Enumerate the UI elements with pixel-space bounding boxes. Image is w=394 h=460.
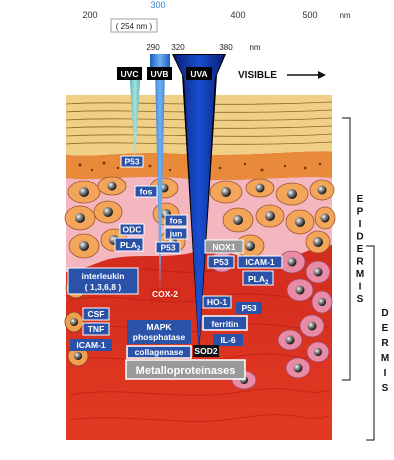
tick-290: 290 <box>146 43 160 52</box>
tick-380: 380 <box>219 43 233 52</box>
epidermis-letter-5: R <box>356 257 364 268</box>
icam1-left: ICAM-1 <box>76 340 106 350</box>
tick-500: 500 <box>302 10 317 20</box>
visible-label: VISIBLE <box>238 70 277 81</box>
epidermis-letter-8: S <box>357 294 364 305</box>
interleukin-numbers: ( 1,3,6,8 ) <box>85 282 122 292</box>
dermis-letter-1: E <box>382 323 389 334</box>
mapk-line1: MAPK <box>146 322 172 332</box>
dermis-label: DERMIS <box>381 308 390 394</box>
visible-arrow-head <box>318 71 326 79</box>
epidermis-letter-3: D <box>356 232 363 243</box>
il6: IL-6 <box>220 335 235 345</box>
tick-320: 320 <box>171 43 185 52</box>
fos-2: fos <box>170 216 183 226</box>
collagenase: collagenase <box>135 347 184 357</box>
fos-1: fos <box>140 187 153 197</box>
p53-mid: P53 <box>160 243 175 253</box>
uvc-label: UVC <box>121 69 139 79</box>
tick-400: 400 <box>230 10 245 20</box>
epidermis-letter-4: E <box>357 244 364 255</box>
sod2: SOD2 <box>194 346 217 356</box>
tick-300: 300 <box>150 0 165 10</box>
jun: jun <box>169 229 183 239</box>
p53-low: P53 <box>241 303 256 313</box>
ferritin: ferritin <box>212 319 239 329</box>
csf: CSF <box>88 309 105 319</box>
wavelength-scale: 200 300 400 500 nm ( 254 nm ) 290 320 38… <box>82 0 350 52</box>
epidermis-letter-6: M <box>356 269 364 280</box>
icam1-right: ICAM-1 <box>245 257 275 267</box>
metalloproteinases: Metalloproteinases <box>136 365 236 377</box>
dermis-letter-2: R <box>381 338 389 349</box>
epidermis-letter-7: I <box>359 282 362 293</box>
callout-254nm: ( 254 nm ) <box>116 22 153 31</box>
sub-scale-unit: nm <box>249 43 260 52</box>
p53-right: P53 <box>213 257 228 267</box>
ho1: HO-1 <box>207 297 228 307</box>
p53-top: P53 <box>124 157 139 167</box>
interleukin: interleukin <box>82 271 125 281</box>
nox1: NOX1 <box>212 242 235 252</box>
uvb-label: UVB <box>151 69 169 79</box>
tnf: TNF <box>88 324 105 334</box>
odc: ODC <box>123 225 142 235</box>
epidermis-letter-2: I <box>359 219 362 230</box>
dermis-letter-0: D <box>381 308 388 319</box>
epidermis-letter-1: P <box>357 207 364 218</box>
dermis-bracket <box>366 246 374 440</box>
dermis-letter-4: I <box>384 368 387 379</box>
dermis-letter-3: M <box>381 353 389 364</box>
uva-label: UVA <box>190 69 207 79</box>
cox2: COX-2 <box>152 289 178 299</box>
epidermis-label: EPIDERMIS <box>356 194 365 305</box>
dermis-letter-5: S <box>382 383 389 394</box>
epidermis-letter-0: E <box>357 194 364 205</box>
tick-200: 200 <box>82 10 97 20</box>
mapk-line2: phosphatase <box>133 332 186 342</box>
epidermis-bracket <box>342 118 350 380</box>
scale-unit: nm <box>339 11 350 20</box>
